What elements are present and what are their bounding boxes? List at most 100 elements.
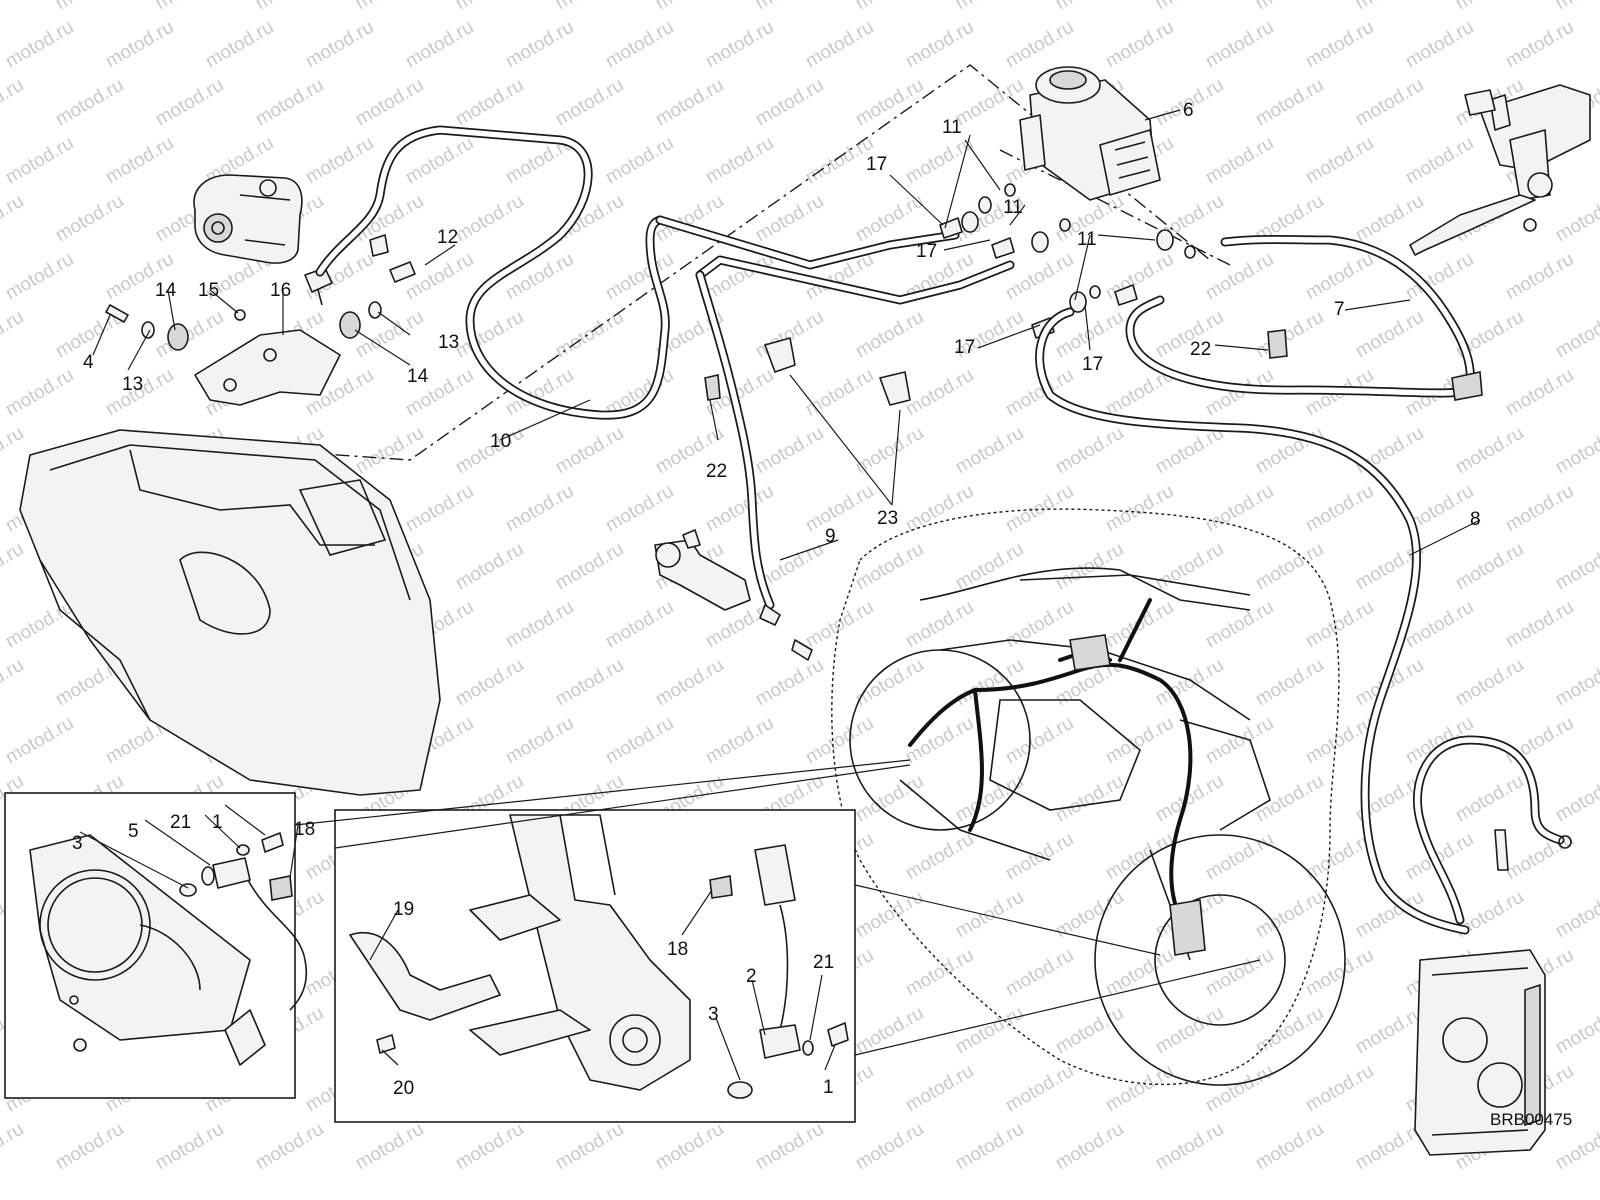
watermark-text: motod.ru xyxy=(2,597,77,653)
watermark-text: motod.ru xyxy=(652,75,727,131)
watermark-text: motod.ru xyxy=(802,17,877,73)
watermark-text: motod.ru xyxy=(2,713,77,769)
callout-15: 15 xyxy=(198,280,219,301)
watermark-text: motod.ru xyxy=(952,1003,1027,1059)
watermark-text: motod.ru xyxy=(552,539,627,595)
watermark-text: motod.ru xyxy=(1002,1061,1077,1117)
watermark-text: motod.ru xyxy=(1302,481,1377,537)
abs-control-unit xyxy=(1019,66,1161,201)
watermark-text: motod.ru xyxy=(1302,133,1377,189)
watermark-text: motod.ru xyxy=(1502,597,1577,653)
watermark-text: motod.ru xyxy=(202,17,277,73)
watermark-text: motod.ru xyxy=(552,655,627,711)
callout-18: 18 xyxy=(294,819,315,840)
watermark-text: motod.ru xyxy=(1552,1003,1600,1059)
rear-brake-hose-10 xyxy=(315,125,670,420)
watermark-text: motod.ru xyxy=(1552,771,1600,827)
watermark-text: motod.ru xyxy=(0,307,27,363)
watermark-text: motod.ru xyxy=(452,191,527,247)
watermark-text: motod.ru xyxy=(252,75,327,131)
watermark-text: motod.ru xyxy=(1552,655,1600,711)
watermark-text: motod.ru xyxy=(352,0,427,14)
fuel-tank-cover xyxy=(19,429,441,796)
callout-19: 19 xyxy=(393,899,414,920)
watermark-text: motod.ru xyxy=(602,17,677,73)
watermark-text: motod.ru xyxy=(1452,539,1527,595)
watermark-text: motod.ru xyxy=(1202,17,1277,73)
watermark-text: motod.ru xyxy=(802,481,877,537)
front-brake-hose-right xyxy=(1412,735,1572,925)
watermark-text: motod.ru xyxy=(1252,887,1327,943)
watermark-text: motod.ru xyxy=(652,0,727,14)
watermark-text: motod.ru xyxy=(1152,539,1227,595)
watermark-text: motod.ru xyxy=(0,0,27,14)
watermark-text: motod.ru xyxy=(1302,249,1377,305)
front-fork-leg xyxy=(469,814,691,1091)
watermark-text: motod.ru xyxy=(902,17,977,73)
callout-21: 21 xyxy=(170,812,191,833)
watermark-text: motod.ru xyxy=(502,713,577,769)
watermark-text: motod.ru xyxy=(952,655,1027,711)
watermark-text: motod.ru xyxy=(2,365,77,421)
callout-11: 11 xyxy=(1003,197,1023,218)
watermark-text: motod.ru xyxy=(352,423,427,479)
callout-20: 20 xyxy=(393,1078,414,1099)
watermark-text: motod.ru xyxy=(1402,17,1477,73)
watermark-text: motod.ru xyxy=(552,75,627,131)
watermark-text: motod.ru xyxy=(1202,1061,1277,1117)
callout-2: 2 xyxy=(746,966,757,987)
watermark-text: motod.ru xyxy=(652,1119,727,1175)
watermark-text: motod.ru xyxy=(1052,771,1127,827)
watermark-text: motod.ru xyxy=(1552,307,1600,363)
watermark-text: motod.ru xyxy=(402,17,477,73)
watermark-text: motod.ru xyxy=(1502,249,1577,305)
watermark-text: motod.ru xyxy=(1502,17,1577,73)
watermark-text: motod.ru xyxy=(1002,17,1077,73)
watermark-text: motod.ru xyxy=(852,771,927,827)
watermark-text: motod.ru xyxy=(1052,0,1127,14)
watermark-text: motod.ru xyxy=(1102,17,1177,73)
watermark-text: motod.ru xyxy=(952,887,1027,943)
watermark-text: motod.ru xyxy=(852,655,927,711)
watermark-text: motod.ru xyxy=(2,249,77,305)
rear-wheel-speed-sensor xyxy=(179,832,308,1066)
rear-master-cylinder xyxy=(654,529,813,661)
watermark-text: motod.ru xyxy=(902,1061,977,1117)
callout-22: 22 xyxy=(706,461,727,482)
watermark-text: motod.ru xyxy=(152,307,227,363)
watermark-text: motod.ru xyxy=(352,1119,427,1175)
watermark-text: motod.ru xyxy=(1002,945,1077,1001)
watermark-text: motod.ru xyxy=(702,249,777,305)
watermark-text: motod.ru xyxy=(752,423,827,479)
watermark-text: motod.ru xyxy=(402,249,477,305)
watermark-text: motod.ru xyxy=(452,539,527,595)
detail-leader-lines xyxy=(294,759,1261,1056)
watermark-text: motod.ru xyxy=(602,713,677,769)
watermark-text: motod.ru xyxy=(0,539,27,595)
watermark-text: motod.ru xyxy=(702,713,777,769)
watermark-text: motod.ru xyxy=(902,481,977,537)
front-sensor-bracket-19 xyxy=(349,932,501,1021)
watermark-text: motod.ru xyxy=(952,423,1027,479)
watermark-text: motod.ru xyxy=(352,307,427,363)
callout-18: 18 xyxy=(667,939,688,960)
watermark-text: motod.ru xyxy=(1052,887,1127,943)
callout-1: 1 xyxy=(212,812,223,833)
watermark-text: motod.ru xyxy=(52,191,127,247)
watermark-text: motod.ru xyxy=(652,655,727,711)
watermark-text: motod.ru xyxy=(2,133,77,189)
front-brake-hose-7 xyxy=(1125,235,1483,401)
watermark-text: motod.ru xyxy=(1052,1119,1127,1175)
rear-brake-hose-9 xyxy=(695,270,775,610)
watermark-text: motod.ru xyxy=(452,307,527,363)
watermark-text: motod.ru xyxy=(602,249,677,305)
rear-brake-caliper xyxy=(193,174,303,264)
watermark-text: motod.ru xyxy=(152,0,227,14)
watermark-text: motod.ru xyxy=(152,75,227,131)
watermark-text: motod.ru xyxy=(952,539,1027,595)
abs-wiring-harness xyxy=(908,598,1206,956)
watermark-text: motod.ru xyxy=(1202,481,1277,537)
watermark-text: motod.ru xyxy=(852,1003,927,1059)
watermark-text: motod.ru xyxy=(1352,1003,1427,1059)
watermark-text: motod.ru xyxy=(1502,365,1577,421)
